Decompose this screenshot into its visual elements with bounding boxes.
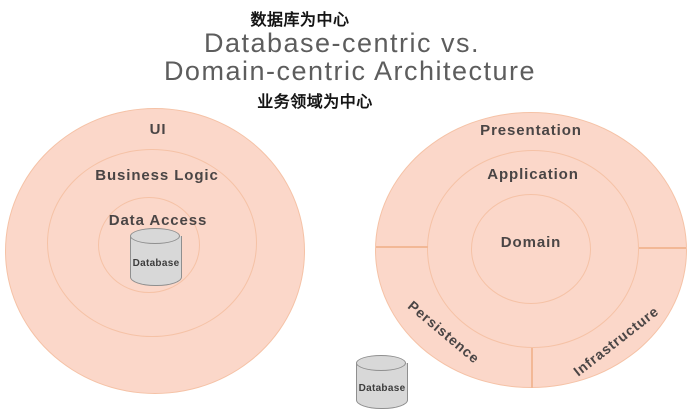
- outer-ring-divider-left: [376, 246, 428, 248]
- business-logic-layer-label: Business Logic: [95, 167, 219, 184]
- right-inner-circle-domain: [471, 194, 591, 304]
- application-layer-label: Application: [487, 166, 579, 183]
- right-database-cylinder-icon: Database: [356, 355, 408, 409]
- domain-centric-annotation-cjk: 业务领域为中心: [257, 94, 373, 111]
- right-middle-circle-application: [427, 150, 639, 348]
- left-database-cylinder-top: [130, 228, 180, 244]
- outer-ring-divider-bottom: [531, 348, 533, 388]
- outer-ring-divider-right: [639, 247, 686, 249]
- left-middle-circle-business-logic: [47, 149, 257, 337]
- right-database-cylinder-top: [356, 355, 406, 371]
- ui-layer-label: UI: [149, 121, 167, 138]
- database-centric-annotation-cjk: 数据库为中心: [250, 12, 350, 29]
- left-database-label: Database: [132, 258, 180, 269]
- left-database-cylinder-body: Database: [130, 236, 182, 286]
- title-line-2: Domain-centric Architecture: [163, 56, 537, 86]
- data-access-layer-label: Data Access: [108, 212, 208, 229]
- left-database-cylinder-icon: Database: [130, 228, 182, 286]
- presentation-layer-label: Presentation: [480, 122, 582, 139]
- domain-layer-label: Domain: [500, 234, 562, 251]
- title-line-1: Database-centric vs.: [203, 28, 481, 58]
- left-inner-circle-data-access: [98, 197, 200, 293]
- right-database-label: Database: [358, 383, 406, 394]
